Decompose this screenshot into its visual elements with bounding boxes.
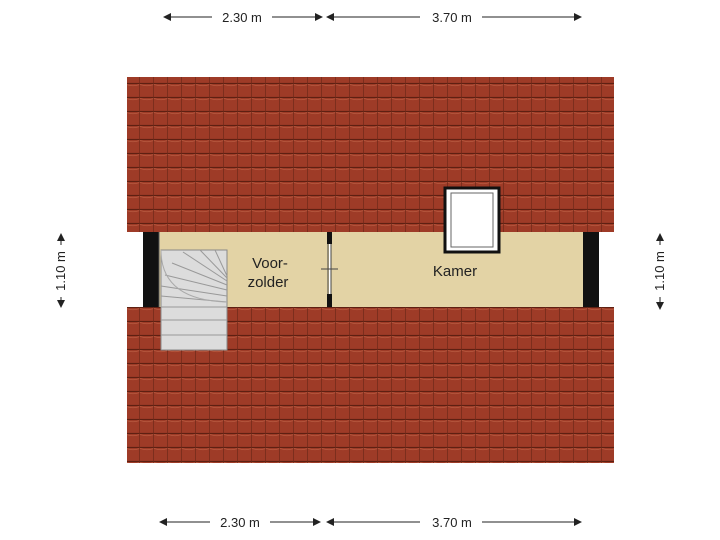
dimension-bottom-left-label: 2.30 m	[220, 515, 260, 530]
wall-left	[143, 232, 159, 307]
wall-right	[583, 232, 599, 307]
door-opening	[321, 244, 338, 294]
dimension-right-label: 1.10 m	[652, 251, 667, 291]
room-label-voorzolder-line1: Voor-	[252, 255, 288, 272]
staircase	[160, 249, 228, 351]
partition-bottom	[327, 294, 332, 307]
dimension-bottom-right-label: 3.70 m	[432, 515, 472, 530]
dimension-top-right-label: 3.70 m	[432, 10, 472, 25]
room-label-voorzolder-line2: zolder	[248, 274, 289, 291]
partition-top	[327, 232, 332, 244]
dimension-left-label: 1.10 m	[53, 251, 68, 291]
room-label-kamer: Kamer	[433, 263, 477, 280]
skylight	[443, 186, 501, 254]
roof-upper	[127, 77, 614, 232]
dimension-top-left-label: 2.30 m	[222, 10, 262, 25]
